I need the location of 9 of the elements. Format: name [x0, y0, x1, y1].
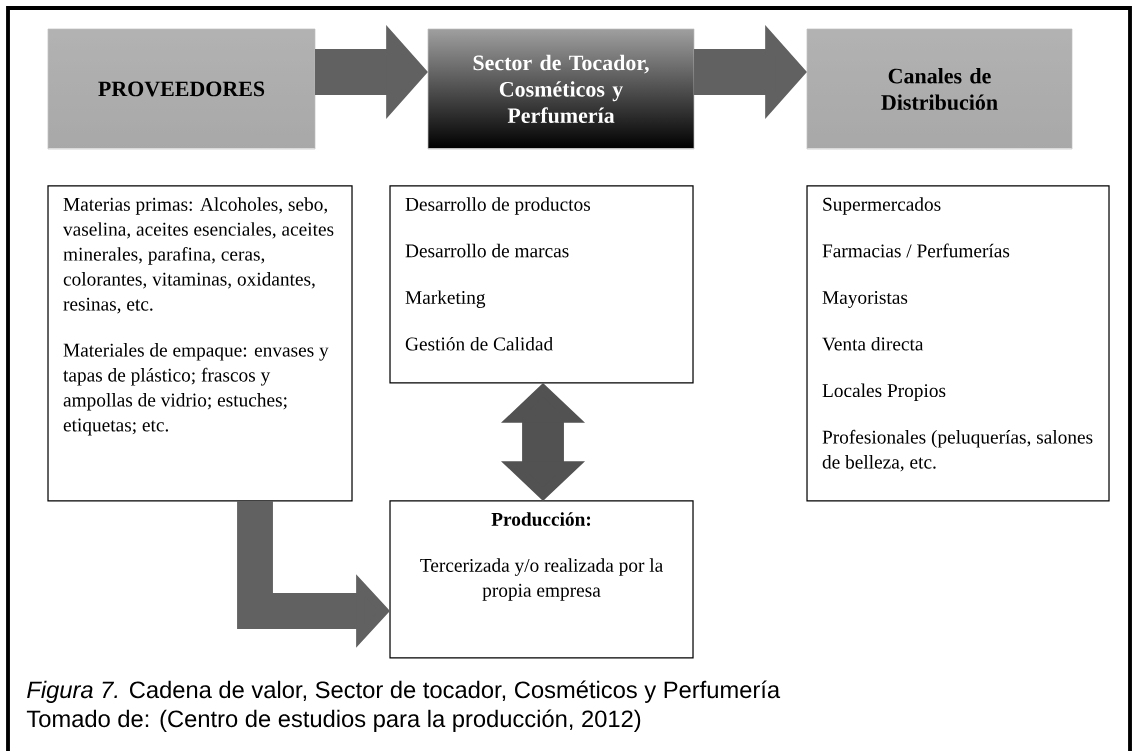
- stage-box: PROVEEDORES: [47, 28, 316, 150]
- stage-box: Canales de Distribución: [806, 28, 1073, 150]
- stage-box: Sector de Tocador, Cosméticos y Perfumería: [427, 28, 695, 150]
- process-box: Producción: Tercerizada y/o realizada por la propia empresa: [389, 500, 694, 659]
- list-box: Materias primas: Alcoholes, sebo, vaselina, aceites esenciales, aceites minerales, parafina, ceras, colorantes, vitaminas, oxidantes, resinas, etc. Materiales de empaque: envases y tapas de plástico; frascos y ampollas de vidrio; estuches; etiquetas; etc.: [47, 185, 353, 502]
- figure-caption: Figura 7. Cadena de valor, Sector de tocador, Cosméticos y Perfumería: [27, 680, 781, 703]
- list-box: Desarrollo de productos Desarrollo de marcas Marketing Gestión de Calidad: [389, 185, 694, 384]
- list-box: Supermercados Farmacias / Perfumerías Mayoristas Venta directa Locales Propios Profesionales (peluquerías, salones de belleza, etc.: [806, 185, 1110, 502]
- source-note: Tomado de: (Centro de estudios para la producción, 2012): [26, 709, 641, 732]
